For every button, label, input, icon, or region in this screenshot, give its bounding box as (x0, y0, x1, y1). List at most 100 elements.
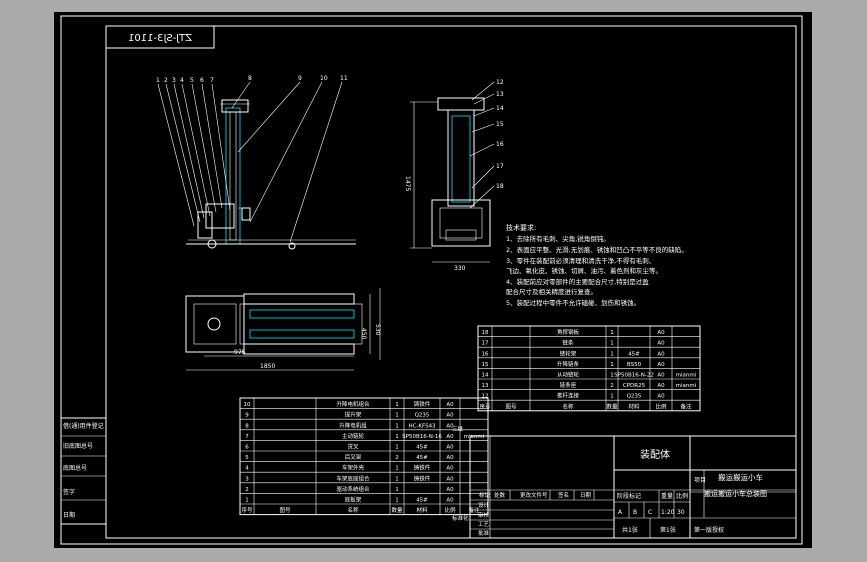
bom-upper-cell-no: 13 (482, 383, 489, 389)
inner-frame (105, 25, 797, 539)
bom-lower-cell-mat: 铸铁件 (414, 400, 431, 408)
bom-lower-cell-qty: 1 (395, 413, 399, 419)
bom-upper-cell-qty: 2 (610, 383, 614, 389)
side-view: 1475 330 (404, 97, 491, 272)
bom-upper-cell-name: 链轮架 (560, 349, 577, 357)
bom-upper-cell-no: 14 (482, 373, 489, 379)
bom-lower-header: 数量 (391, 506, 403, 514)
scale-value: 1:20 (661, 509, 675, 516)
side-label-2: 旧底图总号 (63, 442, 93, 450)
drawing-number: ZTJ-SJ3-1101 (128, 33, 192, 44)
balloon-1: 1 (156, 77, 160, 84)
bom-upper-cell-scale: A0 (657, 394, 665, 400)
bom-upper-cell-qty: 1 (610, 330, 614, 336)
sheet-total: 共1张 (622, 526, 638, 534)
bom-lower-cell-note: mianmi (464, 434, 485, 440)
balloon-4: 4 (180, 77, 184, 84)
bom-lower-cell-mat: 铸铁件 (414, 474, 431, 482)
dim-plan-width: 530 (374, 324, 381, 336)
bom-upper-cell-name: 链条座 (560, 381, 577, 389)
bom-upper-cell-note: mianmi (676, 373, 697, 379)
bom-lower-cell-name: 底板架 (345, 496, 362, 504)
bom-lower-cell-scale: A0 (446, 445, 454, 451)
side-label-5: 日期 (63, 511, 75, 519)
bom-lower-cell-qty: 1 (395, 445, 399, 451)
bom-upper-header: 备注 (680, 402, 692, 410)
project-name: 搬运搬运小车 (718, 472, 763, 482)
bom-lower-cell-scale: A0 (446, 455, 454, 461)
bom-upper-cell-scale: A0 (657, 373, 665, 379)
balloon-2: 2 (164, 77, 168, 84)
bom-upper-cell-name: 升降链条 (557, 360, 580, 368)
balloon-6: 6 (200, 77, 204, 84)
side-balloons: 12 13 14 15 16 17 18 (469, 79, 504, 209)
tech-note-5: 4、装配前应对零部件的主要配合尺寸,特别是过盈 (506, 277, 649, 286)
bom-lower-cell-mat: 45# (416, 445, 428, 451)
bom-lower-cell-name: 升降电机组合 (336, 400, 370, 408)
side-label-4: 签字 (63, 488, 75, 496)
bom-lower-cell-mat: SP50B16-N-16 (402, 434, 442, 440)
bom-upper-header: 材料 (628, 402, 640, 410)
bom-lower-cell-scale: A0 (446, 423, 454, 429)
bom-lower-cell-name: 车架底座组合 (336, 474, 370, 482)
bom-lower-cell-qty: 1 (395, 402, 399, 408)
drawing-canvas: ZTJ-SJ3-1101 1 2 3 4 5 6 7 8 9 (60, 15, 803, 545)
side-label-3: 底图总号 (63, 464, 87, 472)
bom-lower-cell-scale: A0 (446, 487, 454, 493)
tech-note-2: 2、表面应平整、光滑,无划痕、锈蚀和凹凸不平等不良的缺陷。 (506, 245, 688, 254)
rev-h3: 更改文件号 (520, 491, 548, 499)
bom-lower-cell-scale: A0 (446, 466, 454, 472)
bom-upper-cell-qty: 1 (610, 394, 614, 400)
balloon-13: 13 (496, 91, 504, 98)
balloon-10: 10 (320, 75, 328, 82)
bom-upper-cell-no: 18 (482, 330, 489, 336)
bom-upper-cell-no: 16 (482, 351, 489, 357)
bom-lower-cell-no: 7 (245, 434, 249, 440)
bom-lower-cell-qty: 2 (395, 455, 399, 461)
balloon-18: 18 (496, 183, 504, 190)
rev-h1: 标记 (479, 491, 491, 499)
balloon-3: 3 (172, 77, 176, 84)
bom-lower-cell-no: 1 (245, 498, 249, 504)
bom-upper-cell-note: mianmi (676, 383, 697, 389)
bom-upper-cell-no: 12 (482, 394, 489, 400)
bom-lower-cell-name: 车架外壳 (342, 464, 365, 472)
dim-inner: 450 (360, 328, 367, 340)
bom-lower-cell-scale: A0 (446, 476, 454, 482)
bom-lower-cell-mat: 铸铁件 (414, 464, 431, 472)
side-stamp-column: 借(通)用件登记 旧底图总号 底图总号 签字 日期 (60, 417, 107, 525)
bom-lower-cell-scale: A0 (446, 413, 454, 419)
bom-upper-cell-scale: A0 (657, 341, 665, 347)
stage-b: B (633, 509, 637, 516)
bom-upper-cell-mat: CPDR25 (623, 383, 646, 389)
bom-lower-cell-qty: 1 (395, 498, 399, 504)
bom-upper-header: 比例 (655, 402, 667, 410)
outer-frame (60, 15, 803, 545)
plan-view: 450 530 975 1850 (185, 288, 381, 371)
bom-upper-header: 图号 (505, 402, 517, 410)
bom-lower-header: 名称 (347, 506, 359, 514)
bom-upper-cell-scale: A0 (657, 351, 665, 357)
bom-lower-cell-qty: 1 (395, 487, 399, 493)
tech-note-6: 配合尺寸及相关精度进行复查。 (506, 287, 597, 296)
tech-note-7: 5、装配过程中零件不允许磕碰、划伤和锈蚀。 (506, 298, 640, 307)
version: 第一版授权 (694, 526, 724, 534)
bom-upper-cell-mat: BS50 (627, 362, 642, 368)
balloon-5: 5 (190, 77, 194, 84)
rev-h2: 处数 (494, 491, 506, 499)
balloon-14: 14 (496, 105, 504, 112)
balloon-8: 8 (248, 75, 252, 82)
bom-lower-header: 比例 (444, 506, 456, 514)
tech-note-1: 1、去除所有毛刺、尖角,锐角倒钝。 (506, 234, 610, 243)
balloon-12: 12 (496, 79, 504, 86)
bom-lower-cell-no: 9 (245, 413, 249, 419)
bom-upper-cell-no: 17 (482, 341, 489, 347)
role-approve: 批准 (478, 529, 490, 537)
technical-requirements: 技术要求: 1、去除所有毛刺、尖角,锐角倒钝。 2、表面应平整、光滑,无划痕、锈… (506, 223, 688, 307)
drawing-sheet: ZTJ-SJ3-1101 1 2 3 4 5 6 7 8 9 (54, 12, 812, 548)
bom-upper-cell-qty: 1 (610, 341, 614, 347)
balloon-7: 7 (210, 77, 214, 84)
balloon-17: 17 (496, 163, 504, 170)
three-d-label: 三维 (452, 425, 464, 433)
